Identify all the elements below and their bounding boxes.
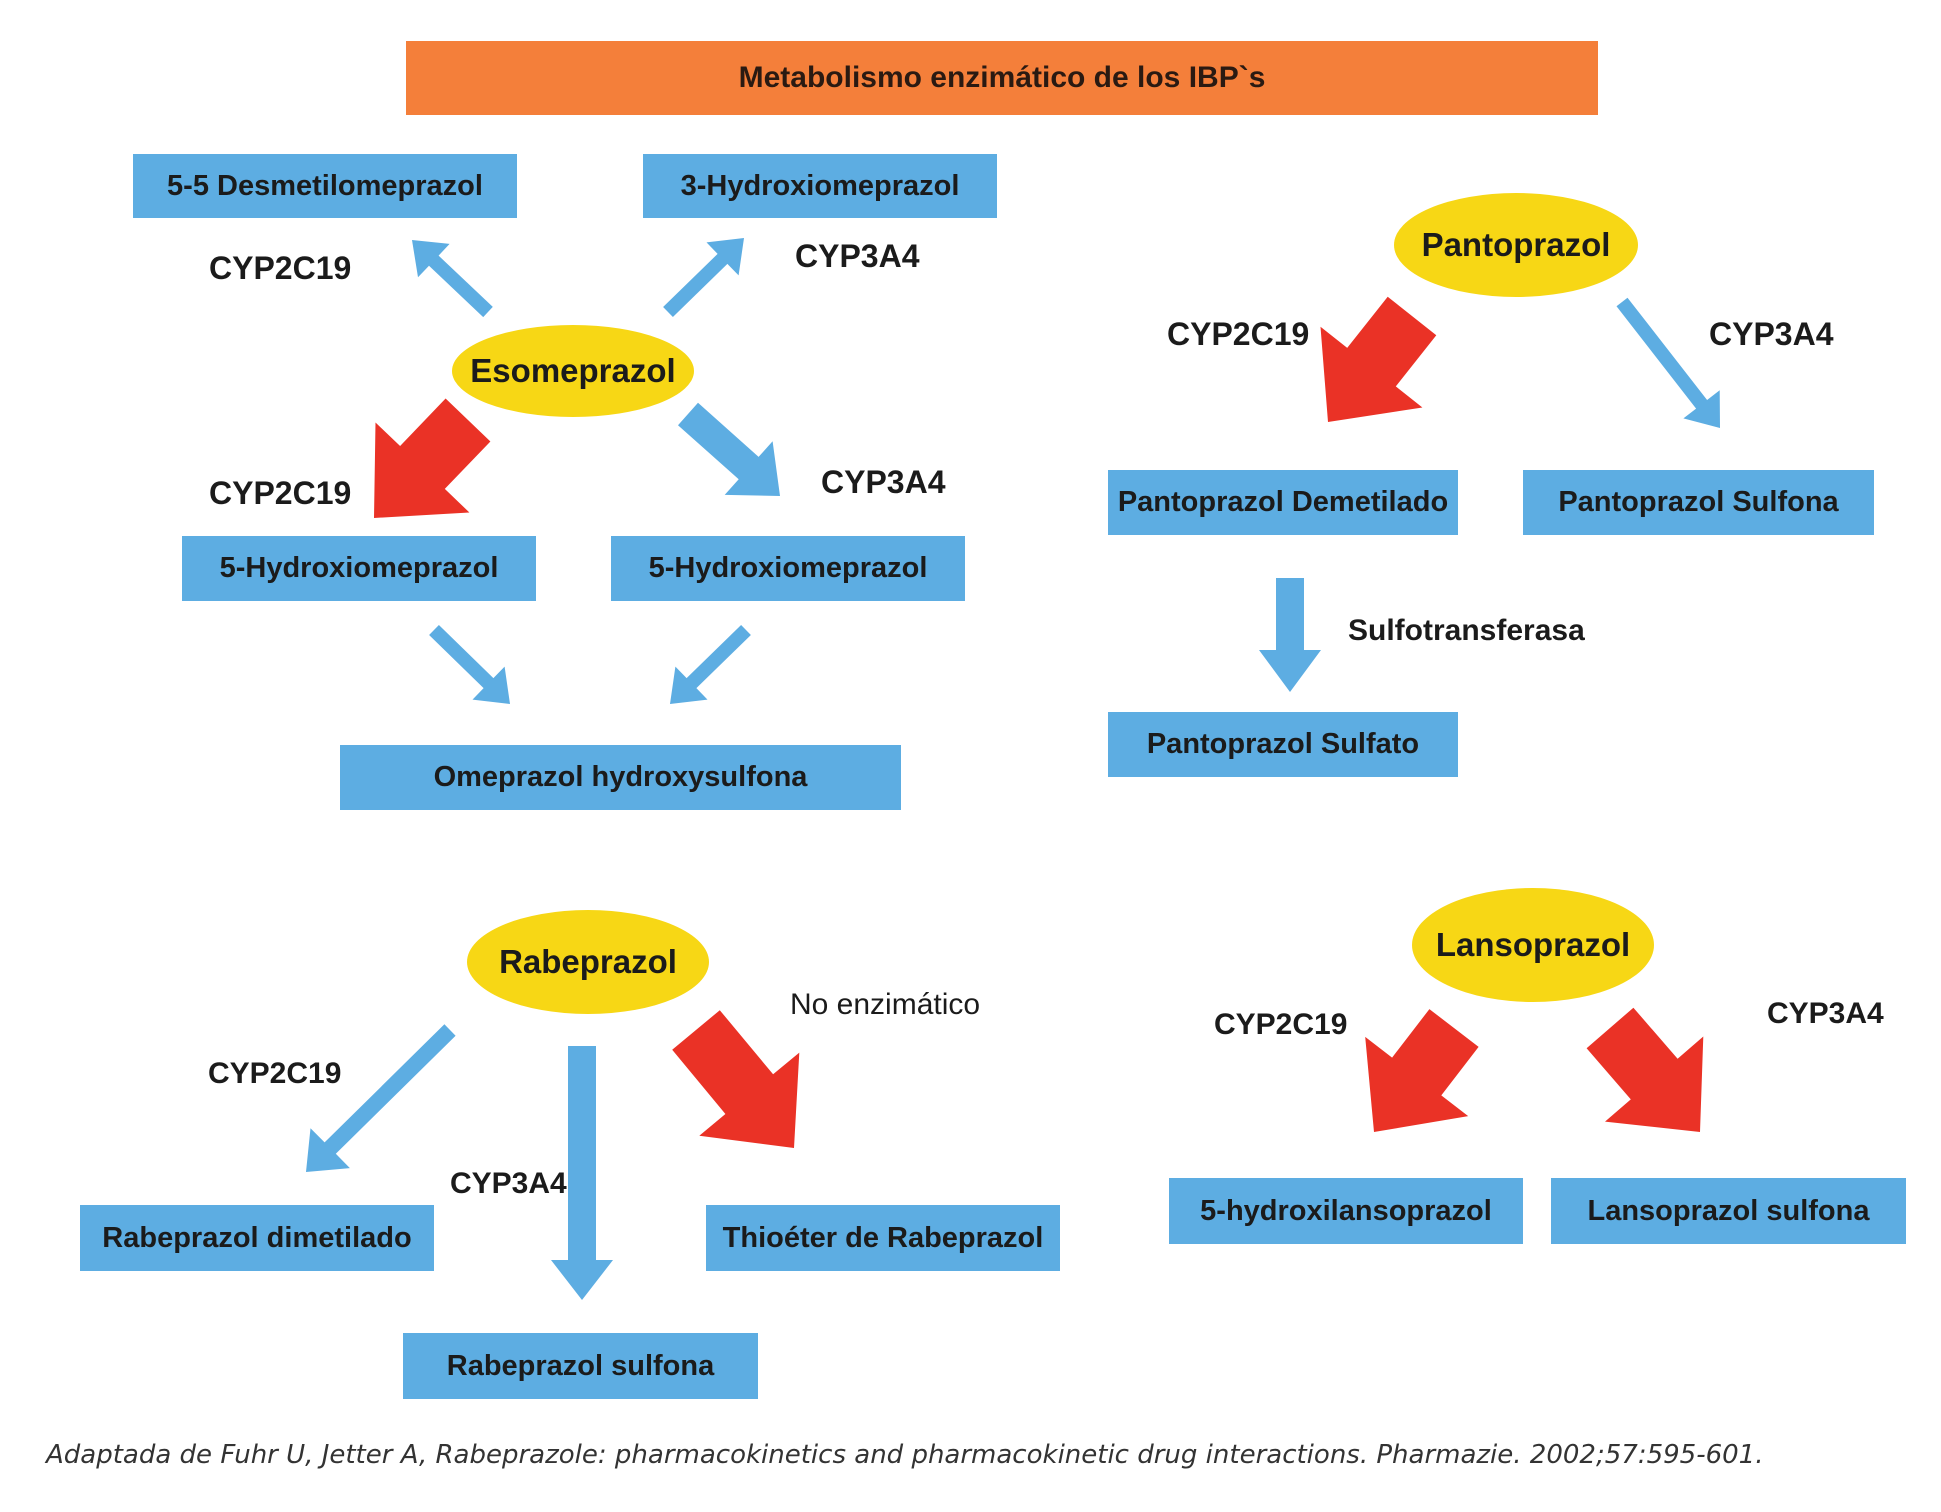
arrow-eso-to-desmetil: [412, 240, 493, 318]
box-omeprazol-hydroxysulfona: Omeprazol hydroxysulfona: [340, 745, 901, 810]
box-rabeprazol-sulfona: Rabeprazol sulfona: [403, 1333, 758, 1399]
box-rabeprazol-dimetilado: Rabeprazol dimetilado: [80, 1205, 434, 1271]
label-panto-cyp3a4: CYP3A4: [1709, 316, 1834, 352]
box-5-hydroxiomeprazol-right: 5-Hydroxiomeprazol: [611, 536, 965, 601]
box-pantoprazol-sulfona: Pantoprazol Sulfona: [1523, 470, 1874, 535]
label-eso-cyp2c19-top: CYP2C19: [209, 250, 352, 286]
citation: Adaptada de Fuhr U, Jetter A, Rabeprazol…: [46, 1440, 1764, 1470]
box-pantoprazol-sulfato: Pantoprazol Sulfato: [1108, 712, 1458, 777]
arrow-5-hydroxi-right-to-sulfona: [670, 625, 751, 704]
arrow-rabe-to-sulfona: [551, 1046, 613, 1300]
arrow-eso-to-3-hydroxi: [663, 238, 744, 317]
label-eso-cyp2c19-bottom: CYP2C19: [209, 475, 352, 511]
oval-pantoprazol: Pantoprazol: [1394, 193, 1638, 297]
arrow-panto-to-sulfona: [1616, 297, 1720, 428]
arrow-eso-to-5-hydroxi-left: [374, 398, 491, 518]
oval-rabeprazol: Rabeprazol: [467, 910, 709, 1014]
diagram-title: Metabolismo enzimático de los IBP`s: [406, 41, 1598, 115]
label-rabe-cyp2c19: CYP2C19: [208, 1057, 342, 1090]
oval-lansoprazol: Lansoprazol: [1412, 888, 1654, 1002]
label-rabe-cyp3a4: CYP3A4: [450, 1167, 567, 1200]
arrow-rabe-to-dimetilado: [306, 1024, 456, 1172]
label-lanso-cyp2c19: CYP2C19: [1214, 1008, 1348, 1041]
box-5-hydroxilansoprazol: 5-hydroxilansoprazol: [1169, 1178, 1523, 1244]
label-panto-cyp2c19: CYP2C19: [1167, 316, 1310, 352]
arrow-demetilado-to-sulfato: [1259, 578, 1321, 692]
arrow-lanso-to-5-hydroxi: [1365, 1009, 1479, 1132]
arrow-rabe-to-thioeter: [672, 1010, 800, 1148]
box-lansoprazol-sulfona: Lansoprazol sulfona: [1551, 1178, 1906, 1244]
label-sulfotransferasa: Sulfotransferasa: [1348, 614, 1585, 647]
box-thioeter-rabeprazol: Thioéter de Rabeprazol: [706, 1205, 1060, 1271]
label-eso-cyp3a4-top: CYP3A4: [795, 238, 920, 274]
oval-esomeprazol: Esomeprazol: [452, 325, 694, 417]
arrow-lanso-to-sulfona: [1586, 1007, 1704, 1132]
arrow-5-hydroxi-left-to-sulfona: [429, 625, 510, 704]
label-eso-cyp3a4-bottom: CYP3A4: [821, 464, 946, 500]
arrow-panto-to-demetilado: [1320, 296, 1437, 422]
label-no-enzimatico: No enzimático: [790, 988, 981, 1021]
box-5-hydroxiomeprazol-left: 5-Hydroxiomeprazol: [182, 536, 536, 601]
label-lanso-cyp3a4: CYP3A4: [1767, 997, 1884, 1030]
box-pantoprazol-demetilado: Pantoprazol Demetilado: [1108, 470, 1458, 535]
box-3-hydroxiomeprazol: 3-Hydroxiomeprazol: [643, 154, 997, 218]
arrow-eso-to-5-hydroxi-right: [678, 402, 780, 496]
box-desmetilomeprazol: 5-5 Desmetilomeprazol: [133, 154, 517, 218]
